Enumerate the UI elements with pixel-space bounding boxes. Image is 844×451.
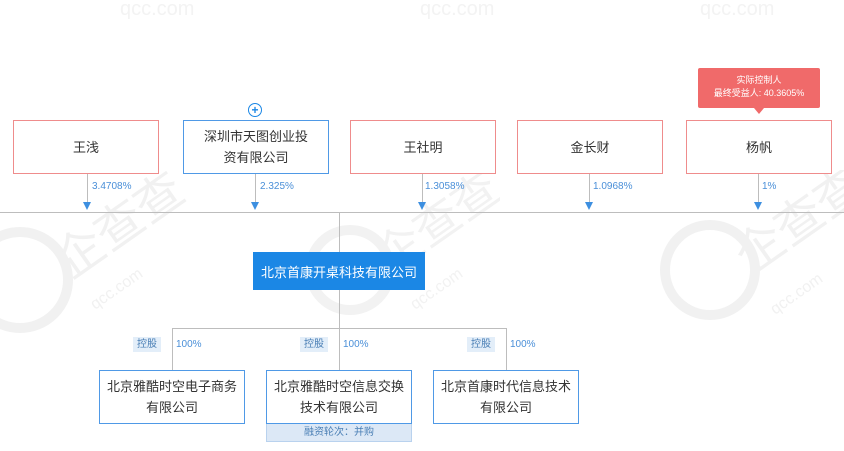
shareholder-wang-sheming[interactable]: 王社明 (350, 120, 496, 174)
connector-line (422, 174, 423, 204)
shareholder-name: 王浅 (72, 139, 99, 155)
tooltip-title: 实际控制人 (736, 75, 782, 85)
connector-line (87, 174, 88, 204)
holding-ratio: 100% (510, 339, 536, 350)
share-ratio: 1% (762, 181, 777, 192)
arrow-down-icon (251, 202, 259, 210)
plus-circle-icon[interactable]: + (248, 103, 262, 117)
connector-line (339, 328, 340, 370)
target-company[interactable]: 北京首康开桌科技有限公司 (253, 252, 425, 290)
shareholder-name: 王社明 (403, 139, 443, 155)
shareholder-tiantu[interactable]: 深圳市天图创业投资有限公司 (183, 120, 329, 174)
connector-line (506, 328, 507, 370)
target-company-name: 北京首康开桌科技有限公司 (260, 264, 417, 280)
svg-text:qcc.com: qcc.com (120, 0, 194, 20)
connector-line (758, 174, 759, 204)
svg-text:qcc.com: qcc.com (700, 0, 774, 20)
subsidiary-info-exchange[interactable]: 北京雅酷时空信息交换技术有限公司 (266, 370, 412, 424)
shareholder-bus-line (0, 212, 844, 213)
subsidiary-info-tech[interactable]: 北京首康时代信息技术有限公司 (433, 370, 579, 424)
share-ratio: 1.3058% (425, 181, 465, 192)
share-ratio: 3.4708% (92, 181, 132, 192)
watermark-right: 企查查 qcc.com (660, 170, 844, 320)
relation-tag: 控股 (467, 337, 495, 352)
arrow-down-icon (83, 202, 91, 210)
subsidiary-name: 北京首康时代信息技术有限公司 (440, 379, 571, 415)
relation-tag: 控股 (133, 337, 161, 352)
connector-line (339, 290, 340, 328)
share-ratio: 2.325% (260, 181, 294, 192)
watermark-top: qcc.com qcc.com qcc.com (120, 0, 774, 20)
arrow-down-icon (418, 202, 426, 210)
holding-ratio: 100% (343, 339, 369, 350)
arrow-down-icon (754, 202, 762, 210)
subsidiary-name: 北京雅酷时空信息交换技术有限公司 (273, 379, 404, 415)
actual-controller-tooltip: 实际控制人 最终受益人: 40.3605% (698, 68, 820, 114)
svg-text:qcc.com: qcc.com (420, 0, 494, 20)
shareholder-name: 杨帆 (745, 139, 772, 155)
shareholder-jin-changcai[interactable]: 金长财 (517, 120, 663, 174)
tooltip-beneficiary: 最终受益人: 40.3605% (713, 88, 805, 98)
shareholder-name: 深圳市天图创业投资有限公司 (203, 129, 308, 165)
connector-line (339, 212, 340, 252)
holding-ratio: 100% (176, 339, 202, 350)
connector-line (589, 174, 590, 204)
share-ratio: 1.0968% (593, 181, 633, 192)
connector-line (255, 174, 256, 204)
svg-text:企查查: 企查查 (726, 170, 844, 284)
svg-text:qcc.com: qcc.com (768, 270, 827, 318)
subsidiary-ecommerce[interactable]: 北京雅酷时空电子商务有限公司 (99, 370, 245, 424)
shareholder-wang-qian[interactable]: 王浅 (13, 120, 159, 174)
arrow-down-icon (585, 202, 593, 210)
svg-text:qcc.com: qcc.com (88, 265, 147, 313)
financing-round-note: 融资轮次：并购 (266, 424, 412, 442)
shareholder-name: 金长财 (570, 139, 610, 155)
connector-line (172, 328, 173, 370)
shareholder-yang-fan[interactable]: 杨帆 (686, 120, 832, 174)
relation-tag: 控股 (300, 337, 328, 352)
subsidiary-name: 北京雅酷时空电子商务有限公司 (106, 379, 237, 415)
